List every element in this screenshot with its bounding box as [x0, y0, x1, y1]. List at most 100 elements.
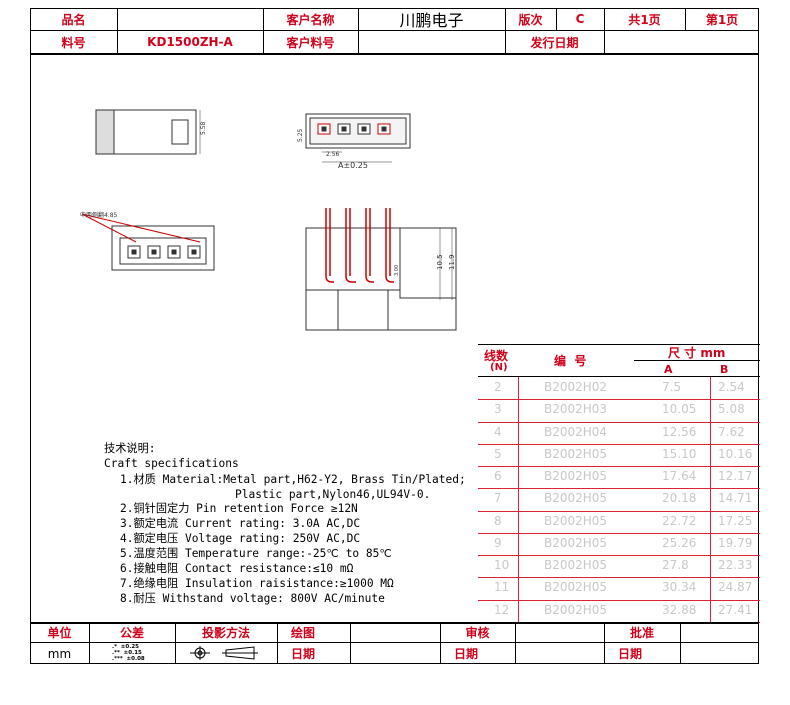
- header-count: 线数: [484, 349, 509, 363]
- row-code: B2002H05: [544, 513, 608, 528]
- dim-525: 5.25: [297, 128, 304, 142]
- product-name-label: 品名: [61, 12, 86, 27]
- row-a: 22.72: [662, 513, 697, 528]
- front-view: [81, 213, 215, 271]
- version-label: 版次: [518, 12, 543, 27]
- top-view: [305, 113, 411, 163]
- col-a: A: [664, 363, 673, 376]
- header-vline: [556, 8, 557, 31]
- row-count: 3: [494, 402, 502, 417]
- footer-vline: [515, 622, 516, 664]
- row-a: 12.56: [662, 424, 697, 439]
- row-a: 27.8: [662, 558, 689, 573]
- drawing-area: 5.58 5.25 2.56 A±0.25 中两侧翻4.85: [80, 109, 457, 331]
- row-a: 25.26: [662, 535, 697, 550]
- row-code: B2002H04: [544, 424, 608, 439]
- row-count: 5: [494, 446, 502, 461]
- customer-name-label: 客户名称: [286, 12, 335, 27]
- row-b: 12.17: [718, 469, 753, 484]
- dim-119: 11.9: [448, 254, 456, 270]
- footer-vline: [89, 622, 90, 664]
- dim-a: A±0.25: [338, 161, 368, 170]
- row-b: 27.41: [718, 602, 753, 617]
- tech-line-2: 2.铜针固定力 Pin retention Force ≥12N: [120, 502, 358, 515]
- tech-line-1b: Plastic part,Nylon46,UL94V-0.: [235, 488, 431, 501]
- header-code: 编 号: [554, 354, 587, 368]
- drawing-label: 绘图: [291, 625, 316, 640]
- projection-label: 投影方法: [201, 625, 250, 640]
- row-code: B2002H05: [544, 602, 608, 617]
- row-b: 5.08: [718, 402, 745, 417]
- footer-vline: [680, 622, 681, 664]
- review-date-label: 日期: [454, 647, 479, 661]
- tol-2: .** ±0.15: [112, 650, 142, 656]
- approve-label: 批准: [629, 625, 654, 640]
- header-count-sub: (N): [490, 362, 508, 373]
- tech-line-7: 7.绝缘电阻 Insulation raisistance:≥1000 MΩ: [120, 577, 394, 590]
- side-view: [95, 109, 201, 155]
- version-value: C: [575, 12, 585, 26]
- col-b: B: [720, 363, 729, 376]
- header-vline: [505, 8, 506, 54]
- table-row: 12 B2002H05 32.88 27.41: [478, 600, 760, 623]
- footer-mid: [30, 642, 759, 643]
- tech-line-6: 6.接触电阻 Contact resistance:≤10 mΩ: [120, 562, 354, 575]
- row-b: 19.79: [718, 535, 753, 550]
- row-a: 30.34: [662, 580, 697, 595]
- row-code: B2002H05: [544, 469, 608, 484]
- size-table-header: [478, 344, 760, 377]
- footer-vline: [440, 622, 441, 664]
- tol-3: .*** ±0.08: [112, 656, 145, 662]
- tech-line-4: 4.额定电压 Voltage rating: 250V AC,DC: [120, 532, 361, 545]
- unit-label: 单位: [47, 625, 72, 640]
- row-a: 32.88: [662, 602, 697, 617]
- header-vline: [263, 8, 264, 54]
- dim-256: 2.56: [326, 151, 340, 158]
- header-vline: [117, 8, 118, 54]
- row-a: 20.18: [662, 491, 697, 506]
- tol-1: .* ±0.25: [112, 644, 139, 650]
- dim-485: 中两侧翻4.85: [80, 211, 118, 219]
- row-count: 7: [494, 491, 502, 506]
- approve-date-label: 日期: [618, 647, 643, 661]
- tech-line-3: 3.额定电流 Current rating: 3.0A AC,DC: [120, 517, 361, 530]
- tech-line-8: 8.耐压 Withstand voltage: 800V AC/minute: [120, 592, 385, 605]
- row-count: 11: [494, 580, 510, 595]
- tech-title-cn: 技术说明:: [104, 442, 156, 455]
- tolerance-values: .* ±0.25 .** ±0.15 .*** ±0.08: [112, 644, 145, 662]
- header-vline: [358, 8, 359, 54]
- footer-vline: [175, 622, 176, 664]
- header-vline: [685, 8, 686, 31]
- footer-vline: [277, 622, 278, 664]
- row-count: 10: [494, 558, 510, 573]
- row-a: 7.5: [662, 380, 682, 394]
- table-vline: [518, 377, 519, 622]
- drawing-date-label: 日期: [291, 647, 316, 661]
- row-count: 12: [494, 602, 510, 617]
- row-b: 24.87: [718, 580, 753, 595]
- footer-top: [30, 622, 759, 624]
- header-divider-2: [30, 53, 759, 55]
- row-code: B2002H05: [544, 446, 608, 461]
- tech-line-1: 1.材质 Material:Metal part,H62-Y2, Brass T…: [120, 473, 466, 486]
- row-b: 2.54: [718, 380, 745, 394]
- row-a: 10.05: [662, 402, 697, 417]
- tolerance-label: 公差: [119, 625, 144, 640]
- row-b: 14.71: [718, 491, 753, 506]
- row-code: B2002H05: [544, 535, 608, 550]
- page-number: 第1页: [705, 12, 739, 27]
- row-a: 15.10: [662, 446, 697, 461]
- footer-vline: [350, 622, 351, 664]
- projection-symbol: [190, 646, 258, 660]
- drawing-frame: [30, 8, 759, 664]
